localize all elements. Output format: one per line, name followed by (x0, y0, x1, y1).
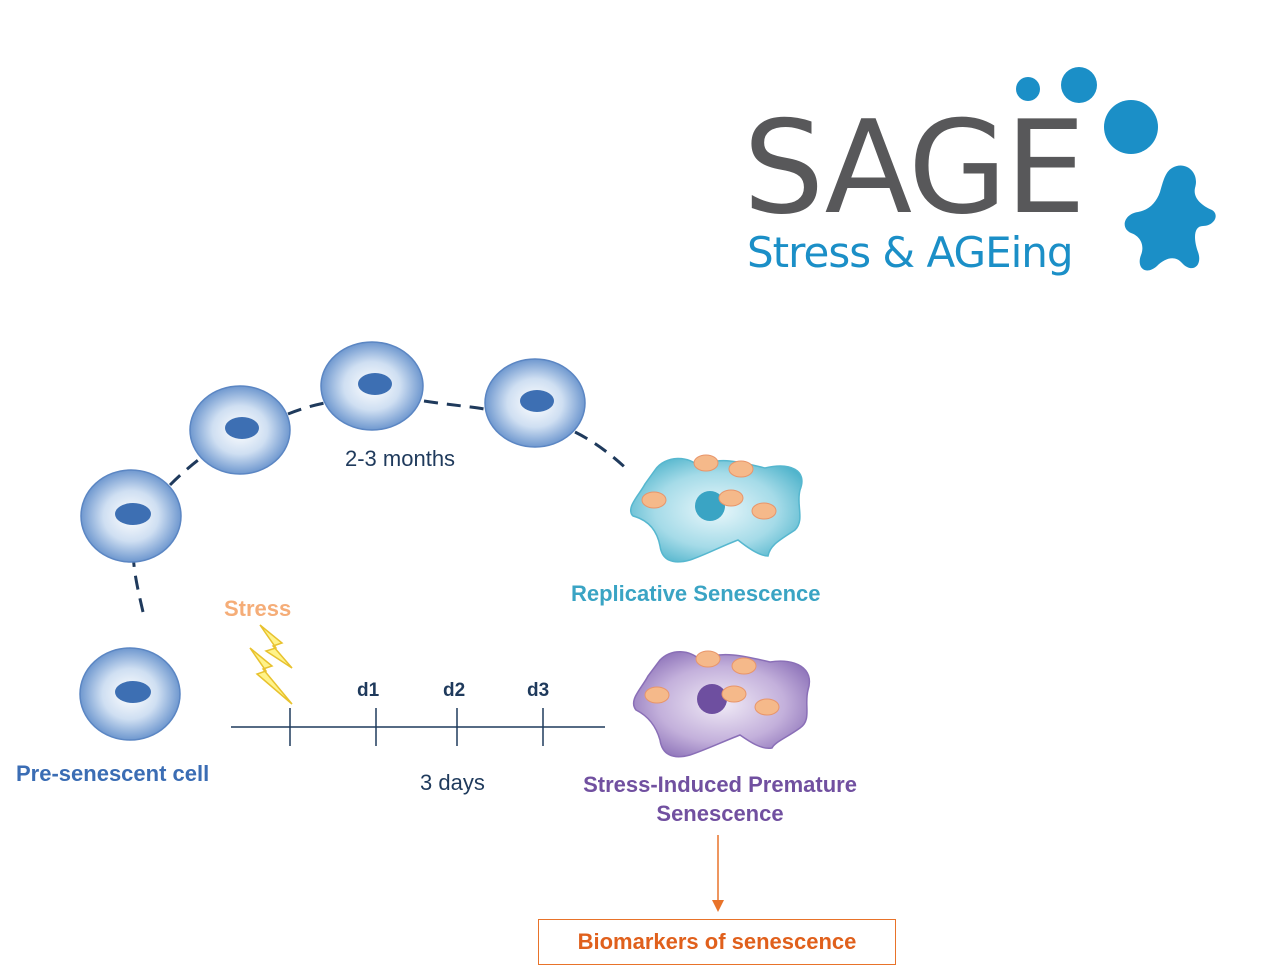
logo-star-cell-icon (1124, 165, 1216, 271)
timeline-duration-label: 3 days (420, 770, 485, 795)
cell-4 (484, 358, 586, 448)
replicative-senescence-label: Replicative Senescence (571, 581, 821, 606)
biomarker-arrow (712, 835, 724, 912)
biomarkers-box: Biomarkers of senescence (538, 919, 896, 965)
stress-label: Stress (224, 596, 292, 621)
biomarkers-label: Biomarkers of senescence (577, 929, 857, 954)
logo-dot-large (1104, 100, 1158, 154)
pre-senescent-label: Pre-senescent cell (16, 761, 210, 786)
cell-1 (80, 469, 182, 563)
timeline (231, 708, 605, 746)
cell-2 (189, 385, 291, 475)
cell-3 (320, 341, 424, 431)
replicative-duration-label: 2-3 months (345, 446, 456, 471)
pre-senescent-cell (79, 647, 181, 741)
lightning-icon (249, 624, 293, 705)
sips-senescent-cell (632, 650, 811, 758)
logo-dot-small (1016, 77, 1040, 101)
replicative-path-dashes (131, 399, 632, 613)
timeline-tick-label: d1 (357, 680, 380, 701)
sips-label-line2: Senescence (656, 801, 784, 826)
logo-title: SAGE (743, 94, 1086, 243)
logo-dot-medium (1061, 67, 1097, 103)
logo-tagline: Stress & AGEing (747, 228, 1074, 277)
sips-label-line1: Stress-Induced Premature (583, 772, 857, 797)
timeline-tick-label: d2 (443, 680, 466, 701)
replicative-senescent-cell (630, 454, 803, 563)
timeline-tick-label: d3 (527, 680, 550, 701)
sips-label: Stress-Induced Premature Senescence (565, 770, 875, 828)
